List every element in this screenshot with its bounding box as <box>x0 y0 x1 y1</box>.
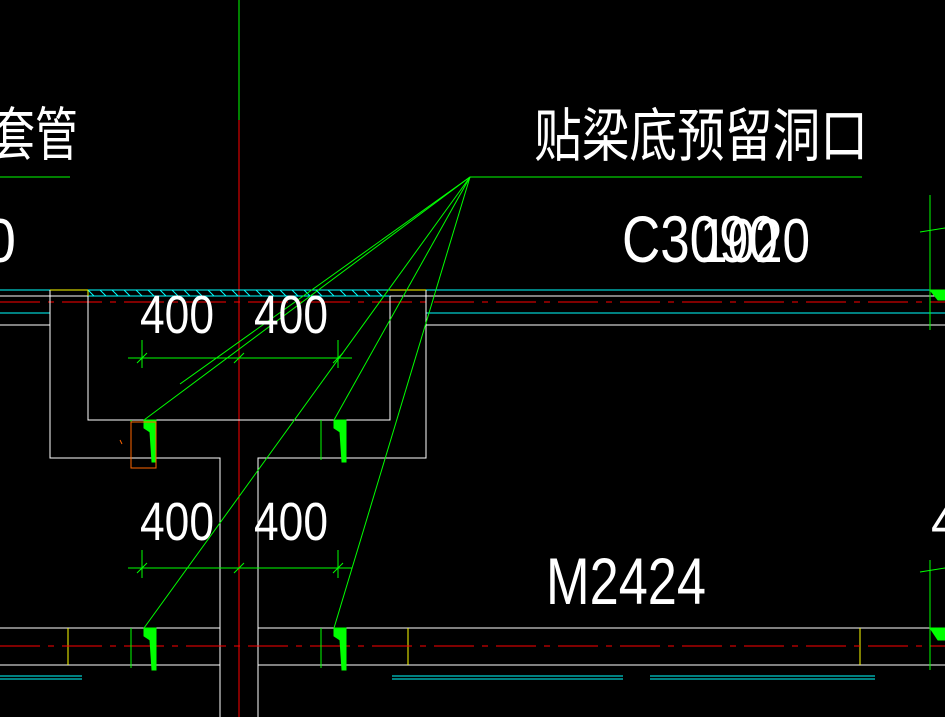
bottom-axis <box>0 645 945 680</box>
dimension-text-top-left: 400 <box>140 285 214 345</box>
opening-markers <box>130 195 945 671</box>
dimension-text-bottom-right: 400 <box>254 492 328 552</box>
window-code-label: C3090 <box>622 202 778 276</box>
beam-bottom-opening-label: 贴梁底预留洞口 <box>534 104 868 169</box>
dimension-text-top-right: 400 <box>254 285 328 345</box>
beam-hatch <box>87 289 390 297</box>
orange-detail <box>119 421 157 469</box>
yellow-marks <box>50 289 861 665</box>
dimension-lines <box>128 340 352 578</box>
door-code-label: M2424 <box>546 544 706 618</box>
casing-label: 套管 <box>0 103 78 168</box>
window-code-overlap-label: 1020 <box>700 207 810 276</box>
edge-digit-left: 0 <box>0 207 16 276</box>
edge-digit-right: 4 <box>931 492 945 552</box>
dimension-text-bottom-left: 400 <box>140 492 214 552</box>
leader-lines <box>0 176 862 629</box>
